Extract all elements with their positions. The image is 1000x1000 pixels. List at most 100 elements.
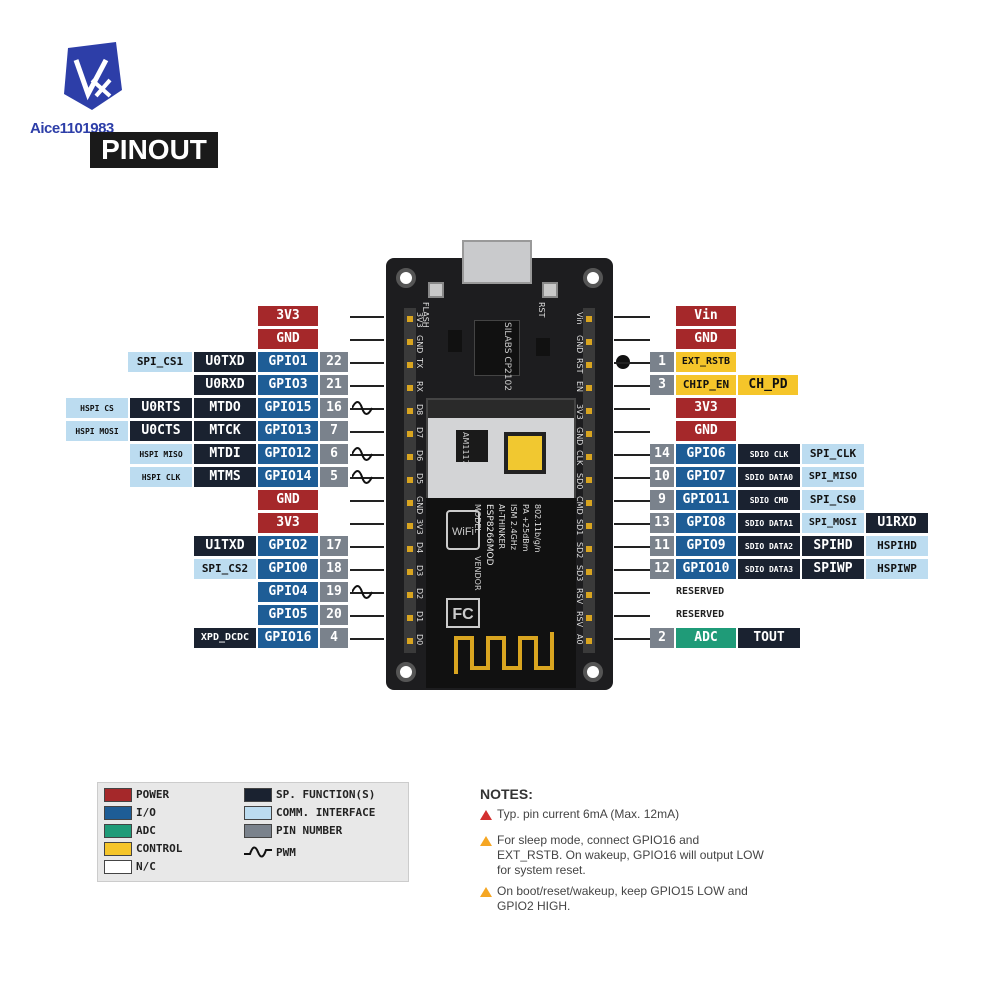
right-pin-silk: RSV bbox=[575, 588, 584, 605]
gnd-right-1: GND bbox=[676, 329, 736, 349]
mount-hole-tl bbox=[396, 268, 416, 288]
mtms: MTMS bbox=[194, 467, 256, 487]
hspi-clk: HSPI CLK bbox=[130, 467, 192, 487]
gpio13: GPIO13 bbox=[258, 421, 318, 441]
spihd: SPIHD bbox=[802, 536, 864, 556]
right-pin-pad bbox=[586, 569, 592, 575]
gpio11: GPIO11 bbox=[676, 490, 736, 510]
legend-pin-label: PIN NUMBER bbox=[276, 824, 343, 837]
usb-chip bbox=[474, 320, 520, 376]
mount-hole-tr bbox=[583, 268, 603, 288]
left-pin-silk: D0 bbox=[415, 634, 424, 646]
spi-cs1: SPI_CS1 bbox=[128, 352, 192, 372]
rst-button bbox=[542, 282, 558, 298]
legend-power-label: POWER bbox=[136, 788, 170, 801]
u0rts: U0RTS bbox=[130, 398, 192, 418]
ext-rstb: EXT_RSTB bbox=[676, 352, 736, 372]
usb-connector bbox=[462, 240, 532, 284]
nodemcu-board: FLASH RST SILABS CP2102 AM1117 WiFi FC M… bbox=[386, 240, 613, 690]
pin-16: 16 bbox=[320, 398, 348, 418]
right-pin-pad bbox=[586, 385, 592, 391]
left-connector-line bbox=[350, 638, 384, 640]
3v3-right: 3V3 bbox=[676, 398, 736, 418]
legend-nc-swatch bbox=[104, 860, 132, 874]
pin-4: 4 bbox=[320, 628, 348, 648]
xpd-dcdc: XPD_DCDC bbox=[194, 628, 256, 648]
left-pin-silk: GND bbox=[415, 496, 424, 515]
sdio-cmd: SDIO CMD bbox=[738, 490, 800, 510]
small-chip-2 bbox=[536, 338, 550, 356]
left-pin-silk: 3V3 bbox=[415, 519, 424, 535]
right-connector-line bbox=[614, 615, 650, 617]
u0cts: U0CTS bbox=[130, 421, 192, 441]
capacitor bbox=[504, 432, 546, 474]
left-pin-silk: D7 bbox=[415, 427, 424, 439]
note-warning-icon-2 bbox=[480, 836, 492, 846]
right-connector-line bbox=[614, 569, 650, 571]
left-pin-pad bbox=[407, 431, 413, 437]
left-pin-pad bbox=[407, 454, 413, 460]
legend-adc-swatch bbox=[104, 824, 132, 838]
legend-control-label: CONTROL bbox=[136, 842, 183, 855]
hspiwp: HSPIWP bbox=[866, 559, 928, 579]
hspihd: HSPIHD bbox=[866, 536, 928, 556]
pwm-icon bbox=[352, 470, 373, 484]
right-pin-silk: GND bbox=[575, 427, 584, 446]
hspi-miso: HSPI MISO bbox=[130, 444, 192, 464]
legend-adc-label: ADC bbox=[136, 824, 156, 837]
right-connector-line bbox=[614, 408, 650, 410]
u1rxd: U1RXD bbox=[866, 513, 928, 533]
gpio2: GPIO2 bbox=[258, 536, 318, 556]
mtdo: MTDO bbox=[194, 398, 256, 418]
right-pin-silk: CMD bbox=[575, 496, 584, 515]
gpio10: GPIO10 bbox=[676, 559, 736, 579]
left-connector-line bbox=[350, 408, 384, 410]
gpio14: GPIO14 bbox=[258, 467, 318, 487]
left-pin-pad bbox=[407, 339, 413, 345]
pin-17: 17 bbox=[320, 536, 348, 556]
pin-1: 1 bbox=[650, 352, 674, 372]
right-pin-silk: 3V3 bbox=[575, 404, 584, 420]
left-pin-pad bbox=[407, 523, 413, 529]
left-pin-pad bbox=[407, 477, 413, 483]
gpio9: GPIO9 bbox=[676, 536, 736, 556]
note-warning-icon-3 bbox=[480, 887, 492, 897]
sdio-data2: SDIO DATA2 bbox=[738, 536, 800, 556]
legend-sp-swatch bbox=[244, 788, 272, 802]
left-pin-silk: D2 bbox=[415, 588, 424, 600]
usb-chip-label: SILABS CP2102 bbox=[502, 322, 512, 391]
left-pin-silk: D5 bbox=[415, 473, 424, 485]
module-model-label: MODEL bbox=[473, 504, 482, 533]
right-pin-pad bbox=[586, 454, 592, 460]
right-pin-pad bbox=[586, 638, 592, 644]
right-pin-pad bbox=[586, 431, 592, 437]
left-pin-pad bbox=[407, 615, 413, 621]
left-pin-pad bbox=[407, 500, 413, 506]
gnd-right-2: GND bbox=[676, 421, 736, 441]
pwm-icon bbox=[352, 401, 373, 415]
sdio-data1: SDIO DATA1 bbox=[738, 513, 800, 533]
right-connector-line bbox=[614, 638, 650, 640]
pin-13: 13 bbox=[650, 513, 674, 533]
sdio-data3: SDIO DATA3 bbox=[738, 559, 800, 579]
right-pin-silk: SD3 bbox=[575, 565, 584, 582]
3v3-left-2: 3V3 bbox=[258, 513, 318, 533]
right-connector-line bbox=[614, 362, 650, 364]
right-connector-line bbox=[614, 546, 650, 548]
legend-sp-label: SP. FUNCTION(S) bbox=[276, 788, 376, 801]
rst-label: RST bbox=[537, 302, 546, 318]
left-pin-pad bbox=[407, 592, 413, 598]
legend-nc-label: N/C bbox=[136, 860, 156, 873]
legend-pwm-label: PWM bbox=[276, 846, 296, 859]
right-connector-line bbox=[614, 477, 650, 479]
regulator-label: AM1117 bbox=[461, 432, 470, 465]
legend-pin-swatch bbox=[244, 824, 272, 838]
pin-19: 19 bbox=[320, 582, 348, 602]
sdio-clk: SDIO CLK bbox=[738, 444, 800, 464]
left-pin-pad bbox=[407, 408, 413, 414]
right-pin-pad bbox=[586, 615, 592, 621]
pwm-icon bbox=[352, 447, 373, 461]
left-pin-silk: D6 bbox=[415, 450, 424, 462]
spi-cs2: SPI_CS2 bbox=[194, 559, 256, 579]
mtdi: MTDI bbox=[194, 444, 256, 464]
